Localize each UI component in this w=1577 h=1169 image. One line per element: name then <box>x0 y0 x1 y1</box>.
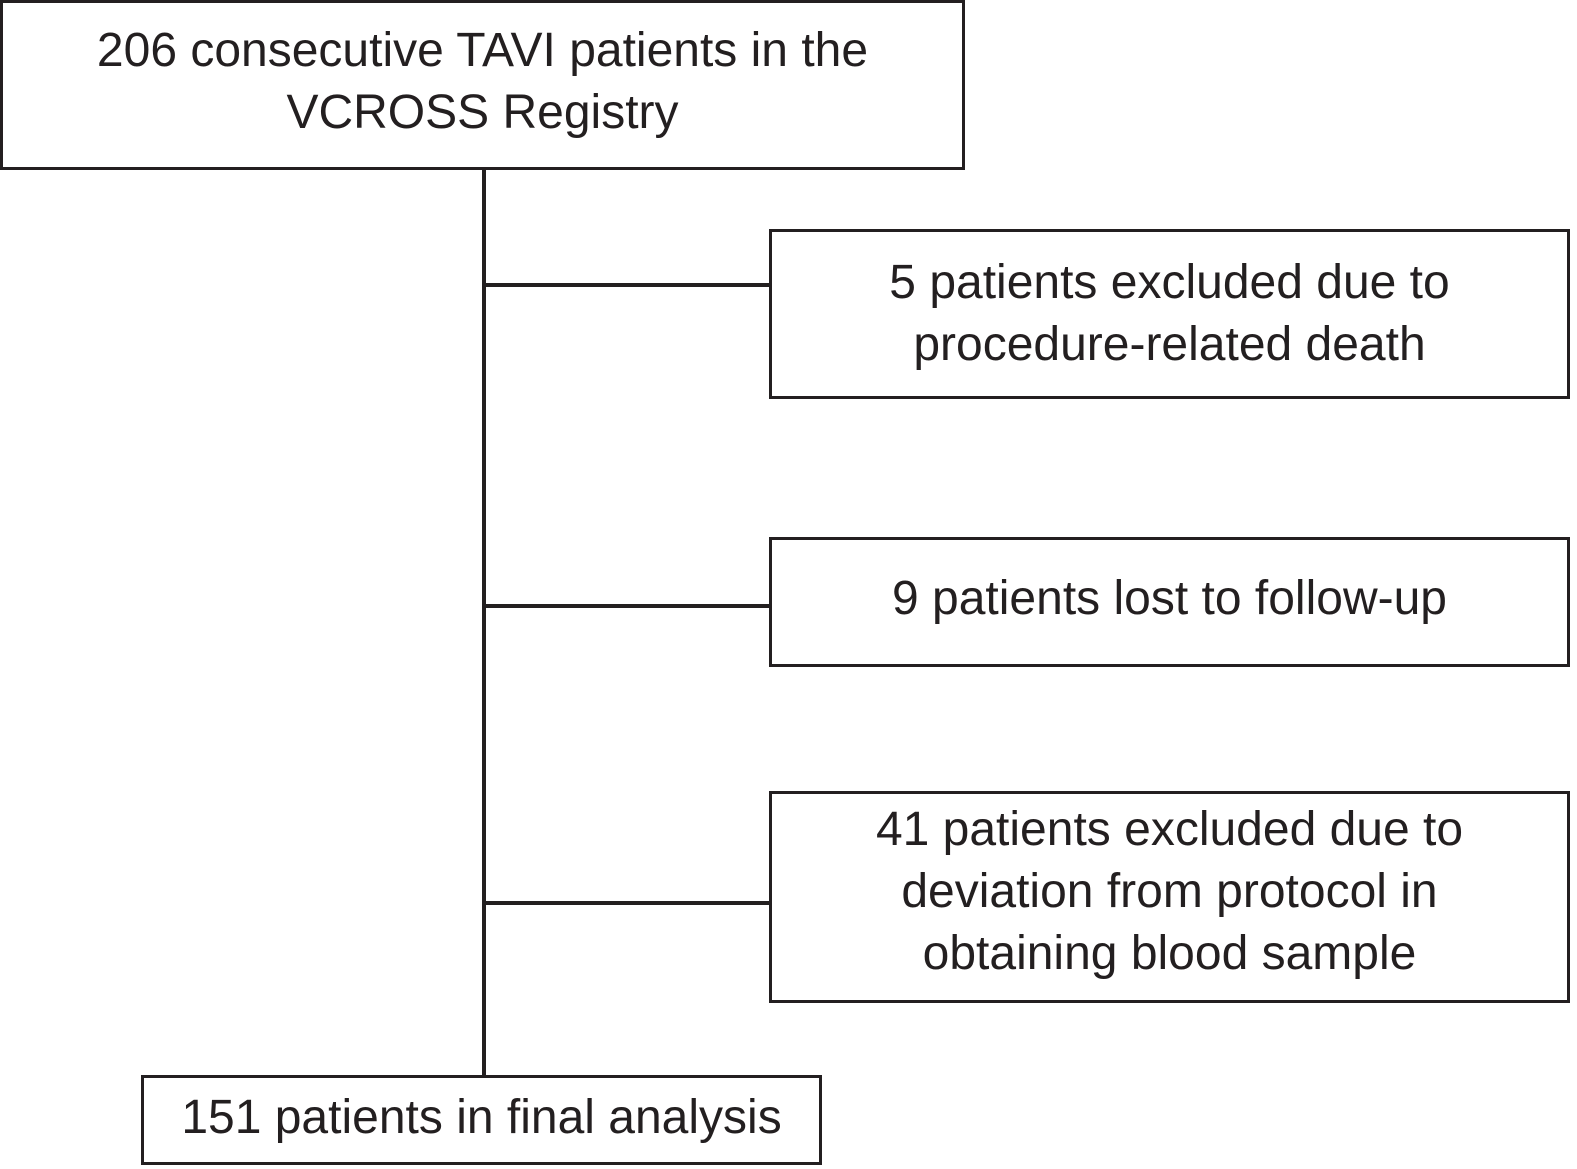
start-box-label: 206 consecutive TAVI patients in the VCR… <box>96 24 869 139</box>
exclusion-box-procedure-death: 5 patients excluded due to procedure-rel… <box>769 229 1570 399</box>
exclusion-box-label: 5 patients excluded due to procedure-rel… <box>889 256 1450 371</box>
final-analysis-box: 151 patients in final analysis <box>141 1075 822 1165</box>
exclusion-box-label: 9 patients lost to follow-up <box>892 572 1447 625</box>
start-box: 206 consecutive TAVI patients in the VCR… <box>0 0 965 170</box>
exclusion-box-lost-follow-up: 9 patients lost to follow-up <box>769 537 1570 667</box>
exclusion-box-label: 41 patients excluded due to deviation fr… <box>875 803 1464 980</box>
exclusion-box-protocol-deviation: 41 patients excluded due to deviation fr… <box>769 791 1570 1003</box>
final-analysis-label: 151 patients in final analysis <box>181 1091 782 1144</box>
